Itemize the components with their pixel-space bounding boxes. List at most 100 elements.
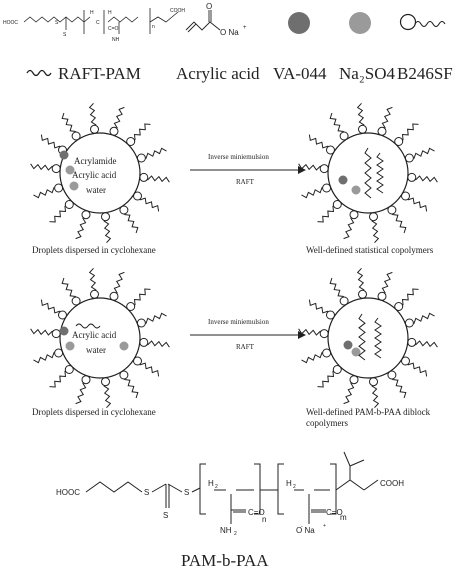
row2-right-droplet <box>298 267 438 409</box>
raft-c-o: C=O <box>108 26 119 32</box>
surfactant-head <box>71 131 81 141</box>
acrylic-acid-labels: O O Na + <box>206 2 247 37</box>
struct-s3: S <box>163 511 168 520</box>
surfactant-tail <box>40 299 61 314</box>
surfactant-tail <box>407 362 428 377</box>
surfactant-head <box>394 137 404 146</box>
row2-right-chain-1 <box>358 313 366 361</box>
row2-droplet-labels: Acrylic acid water <box>72 330 117 355</box>
row2-label-acrylic-acid: Acrylic acid <box>72 330 117 340</box>
surfactant-head <box>101 212 110 222</box>
surfactant-tail <box>413 147 435 159</box>
surfactant-tail <box>103 385 112 409</box>
struct-o-na: O Na <box>296 526 315 535</box>
row2-right-va044 <box>343 340 353 350</box>
struct-nh2: NH <box>220 526 232 535</box>
row1-arrow: Inverse miniemulsion RAFT <box>190 153 306 186</box>
struct-c-o-a: C=O <box>248 508 265 517</box>
row2-arrow-bottom: RAFT <box>236 343 255 351</box>
surfactant-head <box>339 131 349 141</box>
row2-caption-right-1: Well-defined PAM-b-PAA diblock <box>306 407 431 417</box>
surfactant-head <box>51 329 61 339</box>
struct-h2a-sub: 2 <box>215 484 218 490</box>
raft-h2: H <box>90 10 94 16</box>
row2-label-water: water <box>86 345 106 355</box>
surfactant-tail <box>49 205 67 223</box>
surfactant-tail <box>145 312 167 324</box>
raft-n: n <box>152 24 155 30</box>
struct-s2: S <box>184 488 189 497</box>
surfactant-tail <box>40 134 61 149</box>
surfactant-tail <box>103 220 112 244</box>
surfactant-head <box>369 377 378 387</box>
struct-s1: S <box>144 488 149 497</box>
row2-right-na2so4 <box>351 347 361 357</box>
struct-na-plus: + <box>323 523 326 529</box>
surfactant-head <box>358 289 367 299</box>
surfactant-tail <box>113 106 125 129</box>
va-044-dot <box>288 12 310 34</box>
surfactant-tail <box>329 112 344 132</box>
row2-arrow: Inverse miniemulsion RAFT <box>190 318 306 351</box>
struct-h2a: H <box>208 479 214 488</box>
surfactant-tail <box>301 187 323 199</box>
legend-labels: RAFT-PAM Acrylic acid VA-044 Na₂SO4 B246… <box>26 64 453 83</box>
surfactant-head <box>326 310 335 320</box>
row1-left-droplet <box>30 102 170 244</box>
raft-c: C <box>96 20 100 26</box>
acrylate-o-na: O Na <box>220 28 239 37</box>
pam-b-paa-labels: HOOC S S S H 2 C=O NH 2 n H 2 C=O O Na -… <box>56 479 404 537</box>
surfactant-head <box>64 200 74 209</box>
legend-b246sf: B246SF <box>397 64 453 83</box>
surfactant-tail <box>381 271 393 294</box>
row1-right-droplet <box>298 102 438 244</box>
surfactant-tail <box>124 379 139 399</box>
b246sf-surfactant-icon <box>399 13 446 31</box>
surfactant-tail <box>371 385 380 409</box>
struct-c-o-b: C=O <box>326 508 343 517</box>
surfactant-tail <box>413 312 435 324</box>
surfactant-tail <box>30 328 53 336</box>
surfactant-tail <box>145 147 167 159</box>
raft-pam-structure <box>23 8 179 34</box>
row2-left-droplet <box>30 267 170 409</box>
surfactant-tail <box>329 277 344 297</box>
row1-droplet-labels: Acrylamide Acrylic acid water <box>72 156 117 195</box>
raft-h: H <box>108 10 112 16</box>
raft-pam-wave-icon <box>26 69 52 77</box>
surfactant-tail <box>308 134 329 149</box>
surfactant-head <box>387 370 397 380</box>
surfactant-head <box>71 296 81 306</box>
surfactant-tail <box>371 220 380 244</box>
surfactant-tail <box>33 352 55 364</box>
droplet-core <box>59 132 141 214</box>
struct-nh2-sub: 2 <box>234 531 237 537</box>
legend-acrylic-acid: Acrylic acid <box>176 64 260 83</box>
surfactant-head <box>51 164 61 174</box>
acrylate-plus: + <box>243 25 247 31</box>
row1-label-acrylamide: Acrylamide <box>74 156 116 166</box>
surfactant-head <box>133 356 142 366</box>
struct-m: m <box>340 513 347 522</box>
row2-left-na2so4 <box>65 341 75 351</box>
surfactant-tail <box>30 163 53 171</box>
surfactant-head <box>401 191 410 201</box>
row2-left-raft-chain <box>75 323 101 329</box>
row1-caption-left: Droplets dispersed in cyclohexane <box>32 245 156 255</box>
surfactant-head <box>339 296 349 306</box>
surfactant-tail <box>415 175 438 183</box>
surfactant-tail <box>356 102 365 126</box>
droplet-core <box>59 297 141 379</box>
surfactant-tail <box>139 362 160 377</box>
surfactant-tail <box>88 102 97 126</box>
struct-n: n <box>262 515 266 524</box>
raft-cooh: COOH <box>170 8 185 14</box>
surfactant-tail <box>133 288 151 306</box>
surfactant-tail <box>301 352 323 364</box>
row1-label-water: water <box>86 185 106 195</box>
row1-right-chain-1 <box>364 147 372 199</box>
surfactant-tail <box>381 106 393 129</box>
surfactant-tail <box>75 217 87 240</box>
row2-right-chain-2 <box>374 317 382 359</box>
